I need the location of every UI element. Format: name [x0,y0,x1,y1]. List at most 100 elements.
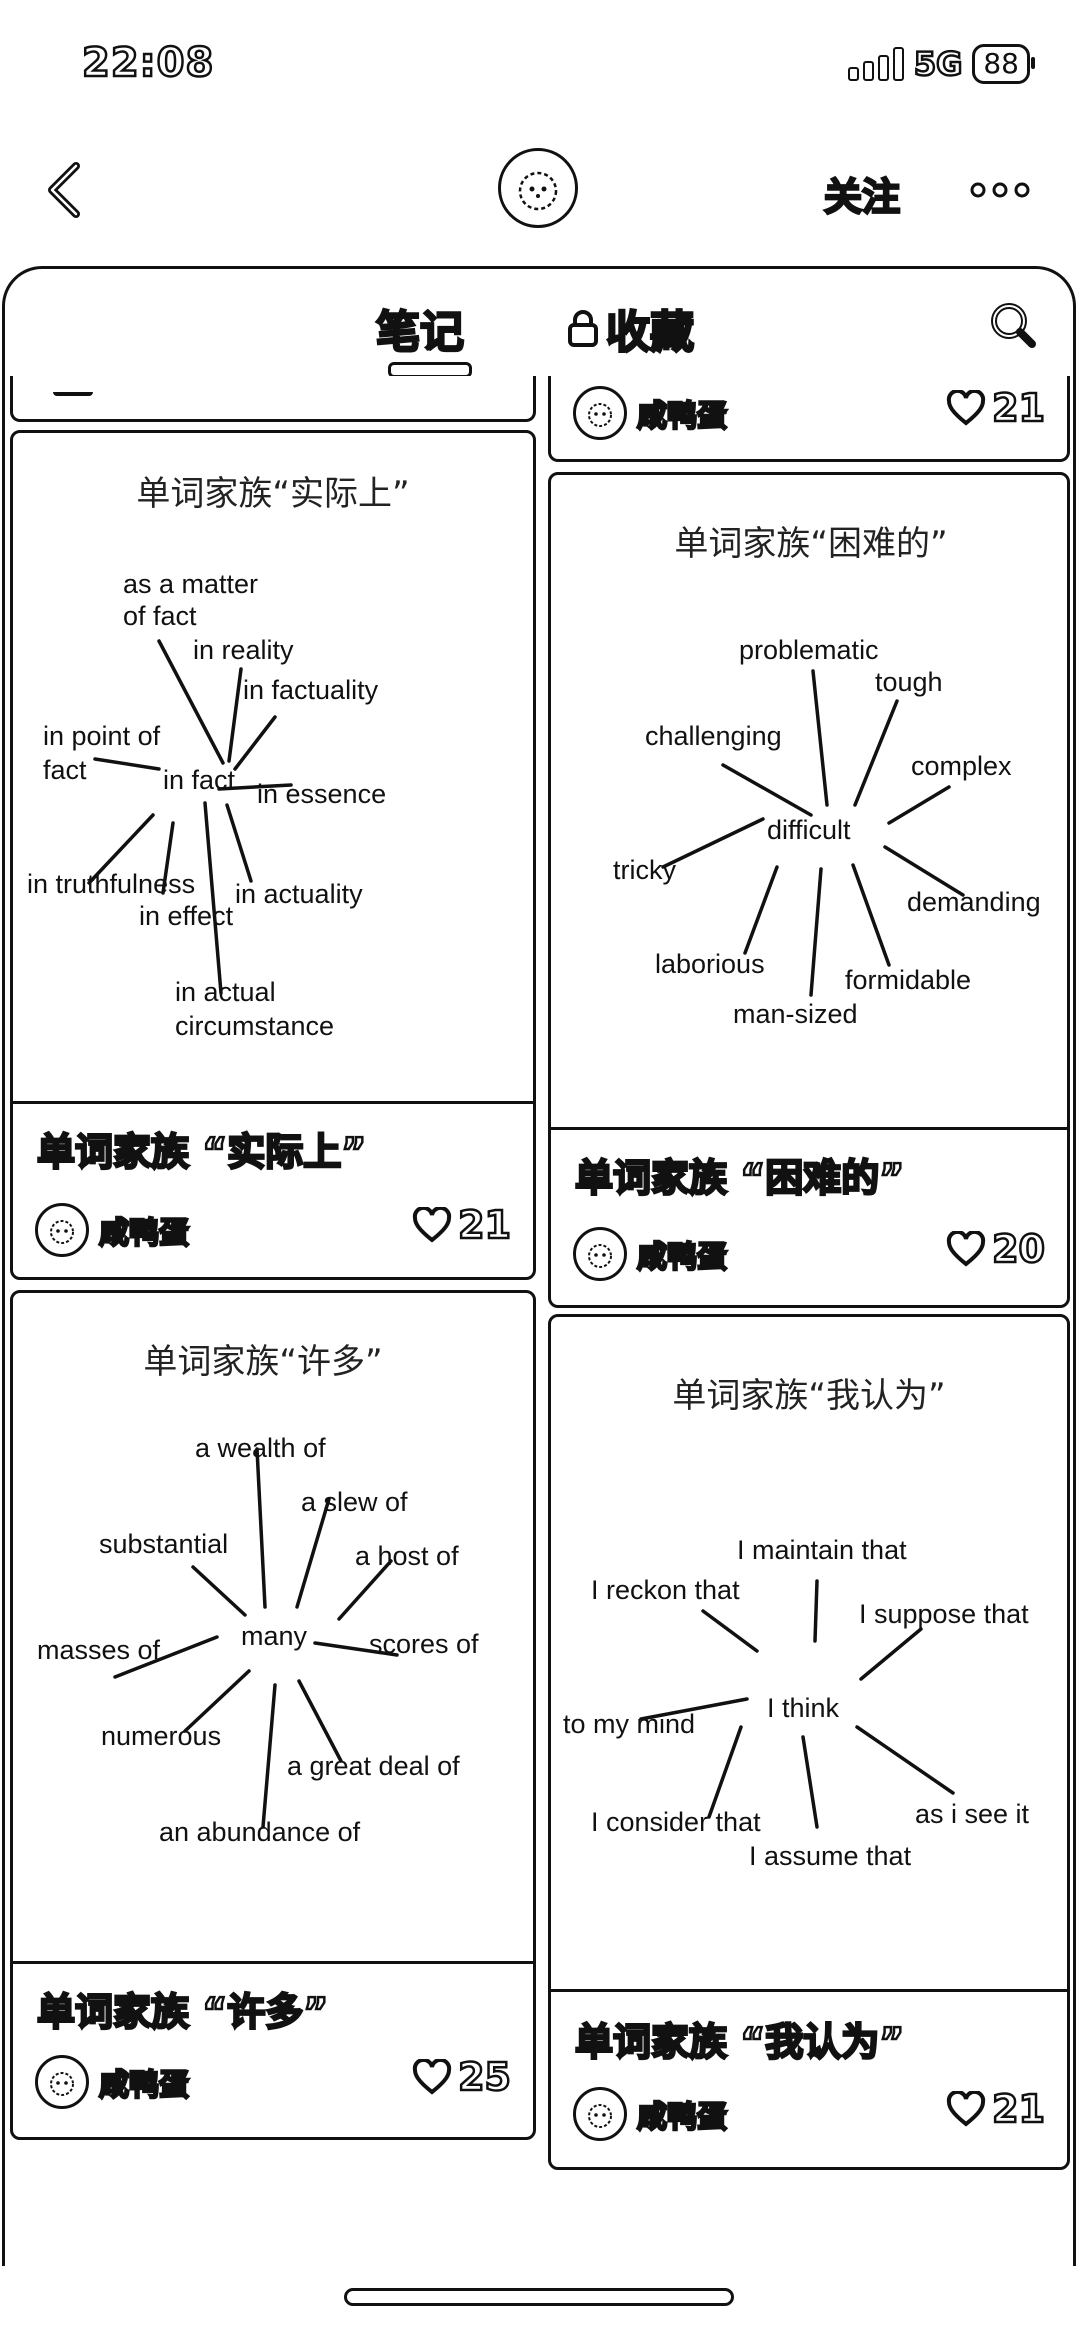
dog-icon [50,1220,74,1244]
like-count: 25 [457,2054,512,2101]
word-family-diagram: 单词家族“我认为” I think I maintain that I reck… [563,1376,1030,1871]
word-label: problematic [739,635,879,665]
heart-icon [947,1231,986,1267]
word-family-diagram: 单词家族“实际上” in fact as a matter of fact in… [27,474,410,1041]
diagram-spokes [113,1447,399,1829]
status-time: 22:08 [81,39,215,88]
back-arrow-icon[interactable] [40,160,90,220]
author-avatar [573,1227,627,1281]
author-avatar [35,2055,89,2109]
word-label: challenging [645,721,782,751]
word-label: in reality [193,635,294,665]
note-title: 单词家族 “我认为” [574,2019,906,2066]
word-label: scores of [369,1629,479,1659]
word-label: in essence [257,779,386,809]
word-label: a wealth of [195,1433,326,1463]
author-name: 咸鸭蛋 [636,398,729,436]
note-cover-image: 单词家族“许多” many a wealth of a slew of subs… [13,1293,533,1964]
note-title: 单词家族 “许多” [36,1989,330,2036]
word-label: in actual [175,977,276,1007]
dog-icon [588,2104,612,2128]
dog-icon [518,171,558,211]
center-word: in fact [163,765,236,795]
word-label: formidable [845,965,971,995]
word-label: I suppose that [859,1599,1029,1629]
word-label: a slew of [301,1487,408,1517]
home-indicator[interactable] [344,2288,734,2306]
diagram-title: 单词家族“实际上” [136,474,409,514]
like-button[interactable]: 20 [946,1226,1046,1272]
diagram-spokes [661,669,965,997]
like-button[interactable]: 21 [946,385,1046,432]
like-button[interactable]: 25 [412,2054,512,2101]
note-cover-image: 单词家族“实际上” in fact as a matter of fact in… [13,433,533,1104]
tab-favorites-label: 收藏 [605,306,696,360]
partial-mark [53,384,93,396]
author-row[interactable]: 咸鸭蛋 [573,1227,729,1281]
heart-icon [947,2091,986,2127]
author-row[interactable]: 咸鸭蛋 [35,1203,191,1257]
dog-icon [588,1244,612,1268]
diagram-title: 单词家族“困难的” [674,524,947,564]
word-label: in effect [139,901,234,931]
note-card[interactable]: 单词家族“许多” many a wealth of a slew of subs… [10,1290,536,2140]
status-indicators: 5G 88 [847,44,1035,85]
note-card-partial-right[interactable]: 咸鸭蛋 21 [548,376,1070,462]
like-button[interactable]: 21 [946,2086,1046,2132]
note-card[interactable]: 单词家族“我认为” I think I maintain that I reck… [548,1314,1070,2170]
lock-icon [568,310,598,347]
word-label: as i see it [915,1799,1030,1829]
word-label: demanding [907,887,1041,917]
search-icon[interactable] [988,300,1038,350]
word-label: in factuality [243,675,379,705]
profile-avatar[interactable] [498,148,578,228]
tab-favorites[interactable]: 收藏 [566,296,696,360]
dog-icon [50,2072,74,2096]
word-label: substantial [99,1529,228,1559]
note-card[interactable]: 单词家族“实际上” in fact as a matter of fact in… [10,430,536,1280]
author-name: 咸鸭蛋 [98,1215,191,1253]
word-family-diagram: 单词家族“许多” many a wealth of a slew of subs… [37,1342,479,1847]
content-panel [2,266,1076,2266]
word-label: an abundance of [159,1817,361,1847]
author-name: 咸鸭蛋 [636,2099,729,2137]
word-label: in truthfulness [27,869,195,899]
more-icon[interactable] [968,170,1032,210]
like-count: 21 [991,385,1046,432]
note-cover-image: 单词家族“我认为” I think I maintain that I reck… [551,1317,1067,1992]
battery-icon: 88 [972,44,1035,84]
note-title: 单词家族 “实际上” [36,1129,368,1176]
like-button[interactable]: 21 [412,1202,512,1249]
like-count: 21 [457,1202,512,1249]
signal-icon [847,47,904,81]
diagram-spokes [639,1579,955,1829]
diagram-title: 单词家族“许多” [143,1342,382,1382]
heart-icon [413,2059,452,2095]
word-label: a host of [355,1541,459,1571]
diagram-title: 单词家族“我认为” [672,1376,945,1416]
tab-notes[interactable]: 笔记 [375,306,466,360]
follow-button[interactable]: 关注 [823,174,902,221]
diagram-spokes [87,639,293,995]
author-avatar [573,2087,627,2141]
network-type: 5G [913,44,964,85]
note-cover-image: 单词家族“困难的” difficult problematic tough ch… [551,475,1067,1130]
word-label: I reckon that [591,1575,740,1605]
center-word: many [241,1621,308,1651]
author-row[interactable]: 咸鸭蛋 [573,2087,729,2141]
heart-icon [413,1207,452,1243]
author-row[interactable]: 咸鸭蛋 [573,386,729,440]
word-label: complex [911,751,1012,781]
note-card-partial-left[interactable] [10,376,536,422]
author-row[interactable]: 咸鸭蛋 [35,2055,190,2109]
word-label: masses of [37,1635,161,1665]
word-label: circumstance [175,1011,334,1041]
author-avatar [573,386,627,440]
note-card[interactable]: 单词家族“困难的” difficult problematic tough ch… [548,472,1070,1308]
author-name: 咸鸭蛋 [636,1239,729,1277]
word-label: I maintain that [737,1535,907,1565]
word-label: I assume that [749,1841,912,1871]
word-label: tough [875,667,943,697]
word-family-diagram: 单词家族“困难的” difficult problematic tough ch… [613,524,1041,1029]
word-label: in point of [43,721,161,751]
